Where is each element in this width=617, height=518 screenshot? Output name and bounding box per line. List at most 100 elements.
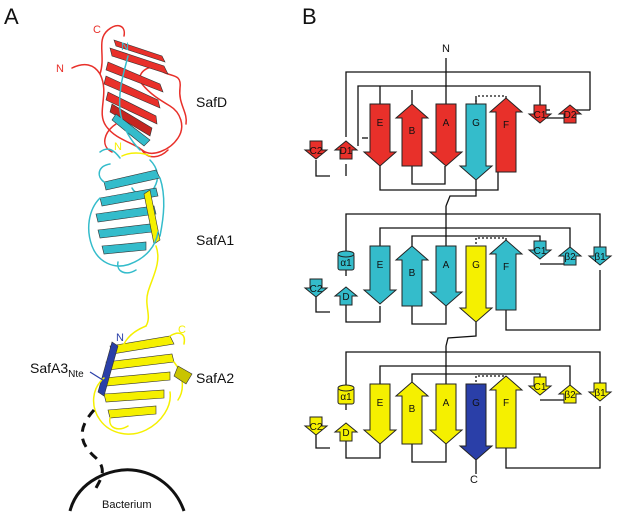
bacterium-outline [68, 468, 186, 512]
safa1-strand-g [458, 245, 494, 323]
safa1-strand-g-label: G [472, 260, 480, 271]
safd-strand-d1 [333, 140, 359, 160]
topology-c-terminus: C [470, 474, 478, 486]
safd-strand-f-label: F [503, 120, 509, 131]
safa2-strand-b [394, 381, 430, 445]
topology-connectors [315, 58, 601, 474]
safa1-label: SafA1 [196, 232, 234, 248]
safa2-strand-e-label: E [377, 398, 384, 409]
connector-line [345, 436, 381, 459]
safa3-nte-label: SafA3Nte [30, 360, 84, 380]
safa1-strand-b [394, 245, 430, 307]
safa1-n-terminus: N [114, 141, 122, 153]
safa1-strand-e [362, 245, 398, 305]
connector-line [379, 365, 571, 388]
safd-label: SafD [196, 94, 227, 110]
safa2-strand-c1-label: C1 [534, 382, 547, 393]
connector-line [505, 406, 601, 469]
panel-b-letter: B [302, 4, 317, 29]
safa2-n-terminus: N [116, 332, 124, 344]
safa2-strand-c2-label: C2 [310, 422, 323, 433]
safd-strand-e-label: E [377, 118, 384, 129]
safa2-strand-g [458, 383, 494, 461]
safa1-strand-d-label: D [342, 292, 349, 303]
safa2-strand-b2-label: β2 [564, 390, 576, 401]
safa1-strand-f [488, 239, 524, 311]
connector-line [475, 237, 507, 244]
safa1-strand-b1 [587, 246, 613, 266]
connector-line [345, 300, 381, 323]
safd-strand-d2 [557, 104, 583, 124]
safd-strand-c1 [527, 104, 553, 124]
safa2-strand-b-label: B [409, 404, 416, 415]
safd-strand-f [488, 97, 524, 173]
safd-strand-a [428, 103, 464, 167]
safd-strand-d1-label: D1 [340, 146, 353, 157]
safa1-structure [87, 148, 165, 274]
safa1-strand-c2 [303, 278, 329, 298]
safa1-strand-c2-label: C2 [310, 284, 323, 295]
safa2-strand-d-label: D [342, 428, 349, 439]
safa1-helix-a1-label: α1 [340, 258, 352, 269]
safd-n-terminus: N [56, 63, 64, 75]
connector-line [411, 166, 446, 185]
safa1-strand-b2 [557, 246, 583, 266]
connector-line [411, 306, 447, 325]
panel-a-letter: A [4, 4, 19, 29]
connector-line [315, 292, 330, 313]
safa1-strand-e-label: E [377, 260, 384, 271]
safa2-strand-c2 [303, 416, 329, 436]
connector-line [345, 351, 601, 390]
safa3-nte-pointer [89, 371, 107, 383]
safa1-strand-b2-label: β2 [564, 252, 576, 263]
safa2-strand-b1-label: β1 [594, 388, 606, 399]
safa2-helix-a1-cap [337, 384, 355, 392]
safa2-strand-a [428, 383, 464, 445]
connector-line [379, 227, 571, 250]
safa2-helix-a1-label: α1 [340, 392, 352, 403]
connector-line [345, 213, 601, 258]
safa1-strand-c1 [527, 240, 553, 260]
safa2-strand-f-label: F [503, 398, 509, 409]
connector-line [379, 160, 499, 191]
safa1-strand-a [428, 245, 464, 307]
connector-line [445, 180, 477, 207]
safa2-strand-e [362, 383, 398, 445]
connector-line [505, 270, 601, 331]
safa2-strand-b1 [587, 382, 613, 402]
safa2-strand-g-label: G [472, 398, 480, 409]
safa1-strand-b1-label: β1 [594, 252, 606, 263]
safa2-structure [92, 325, 193, 435]
connector-line [475, 375, 507, 382]
safa2-strand-a-label: A [443, 398, 450, 409]
tether-dashes [80, 408, 104, 489]
safd-strand-g [458, 103, 494, 181]
safa2-strand-c1 [527, 376, 553, 396]
connector-line [345, 71, 591, 137]
safd-strand-b [394, 103, 430, 167]
safd-strand-c1-label: C1 [534, 110, 547, 121]
topology-n-terminus: N [442, 43, 450, 55]
safa2-strand-f [488, 375, 524, 449]
safd-strand-e [362, 103, 398, 167]
connector-line [475, 95, 507, 102]
safa1-safa2-linker [145, 245, 159, 327]
safa1-strand-a-label: A [443, 260, 450, 271]
safa2-strand-d [333, 422, 359, 442]
safa1-strand-d [333, 286, 359, 306]
safa2-strand-b2 [557, 384, 583, 404]
safd-strand-a-label: A [443, 118, 450, 129]
safa2-label: SafA2 [196, 370, 234, 386]
safa2-c-terminus: C [178, 324, 186, 336]
safd-strand-d2-label: D2 [564, 110, 577, 121]
connector-line [357, 85, 541, 146]
safa1-strand-c1-label: C1 [534, 246, 547, 257]
connector-line [445, 322, 477, 347]
bacterium-label: Bacterium [102, 499, 152, 511]
safa1-strand-b-label: B [409, 268, 416, 279]
connector-line [411, 444, 447, 463]
safd-strand-c2 [303, 140, 329, 160]
